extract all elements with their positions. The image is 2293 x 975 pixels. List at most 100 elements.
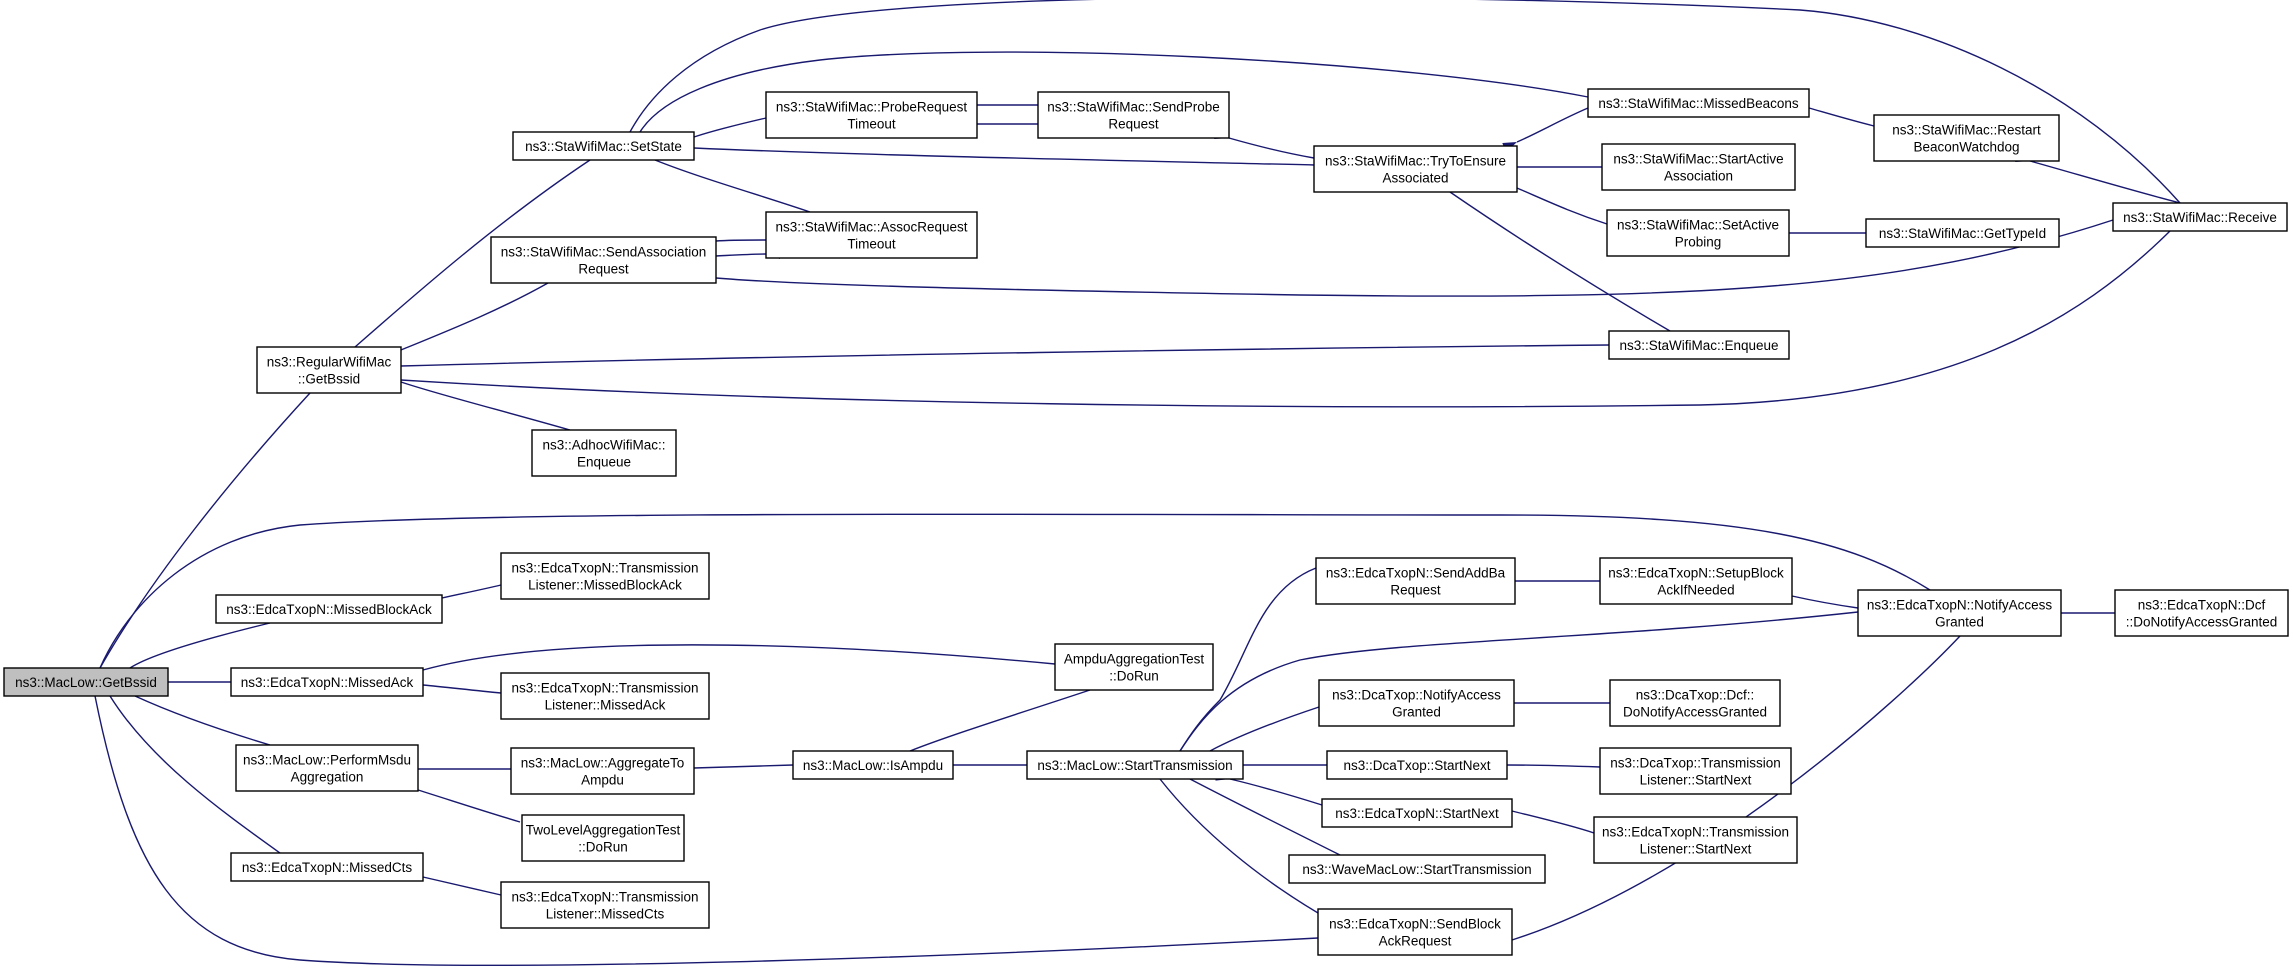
node-starttransmission[interactable]: ns3::MacLow::StartTransmission <box>1026 750 1244 780</box>
edge-setactiveprobing-to-trytoensure <box>1502 177 1608 225</box>
node-label: BeaconWatchdog <box>1913 140 2019 155</box>
node-box <box>510 747 695 795</box>
node-label: ns3::StaWifiMac::Receive <box>2123 210 2277 225</box>
edge-tl_missedack-to-missedack <box>408 678 502 694</box>
node-missedcts[interactable]: ns3::EdcaTxopN::MissedCts <box>230 852 424 882</box>
node-label: ns3::StaWifiMac::GetTypeId <box>1879 226 2046 241</box>
node-box <box>521 814 685 862</box>
edge-missedblockack-to-root <box>115 622 271 680</box>
node-ampdutest[interactable]: AmpduAggregationTest::DoRun <box>1054 643 1214 691</box>
node-label: Timeout <box>847 237 896 252</box>
node-notifyaccess-dca[interactable]: ns3::DcaTxop::NotifyAccessGranted <box>1318 679 1515 727</box>
node-box <box>500 672 710 720</box>
node-setstate[interactable]: ns3::StaWifiMac::SetState <box>512 131 695 161</box>
node-missedack[interactable]: ns3::EdcaTxopN::MissedAck <box>230 667 424 697</box>
node-label: TwoLevelAggregationTest <box>526 823 681 838</box>
node-box <box>1606 209 1790 257</box>
node-notifyaccess-edca[interactable]: ns3::EdcaTxopN::NotifyAccessGranted <box>1857 589 2062 637</box>
node-box <box>1313 145 1518 193</box>
node-wave-starttx[interactable]: ns3::WaveMacLow::StartTransmission <box>1288 854 1546 884</box>
node-label: ns3::StaWifiMac::Restart <box>1892 123 2041 138</box>
edge-probetimeout-to-setstate <box>679 117 767 147</box>
nodes-layer: ns3::MacLow::GetBssid ns3::RegularWifiMac… <box>3 88 2289 956</box>
node-tl-missedack[interactable]: ns3::EdcaTxopN::TransmissionListener::Mi… <box>500 672 710 720</box>
node-twolevel[interactable]: TwoLevelAggregationTest::DoRun <box>521 814 685 862</box>
node-dcf-edca[interactable]: ns3::EdcaTxopN::Dcf::DoNotifyAccessGrant… <box>2114 589 2289 637</box>
node-label: ns3::AdhocWifiMac:: <box>542 438 665 453</box>
node-box <box>500 881 710 929</box>
node-label: ns3::StaWifiMac::TryToEnsure <box>1325 154 1506 169</box>
node-box <box>1587 88 1810 118</box>
edge-receive-to-regular_getbssid <box>386 230 2171 408</box>
node-label: ns3::StaWifiMac::SetActive <box>1617 218 1779 233</box>
edge-notifyaccess_edca-to-starttransmission <box>1168 611 1859 766</box>
node-label: ns3::EdcaTxopN::MissedBlockAck <box>226 602 432 617</box>
node-dcf-dca[interactable]: ns3::DcaTxop::Dcf::DoNotifyAccessGranted <box>1609 679 1781 727</box>
node-label: ns3::EdcaTxopN::Transmission <box>511 681 698 696</box>
node-gettypeid[interactable]: ns3::StaWifiMac::GetTypeId <box>1865 218 2060 248</box>
node-label: ns3::MacLow::AggregateTo <box>521 756 685 771</box>
edge-receive-to-setstate <box>618 0 2181 204</box>
node-root[interactable]: ns3::MacLow::GetBssid <box>3 667 169 697</box>
edge-performmsdu-to-root <box>120 685 271 746</box>
edge-sendassoc-to-assoctimeout <box>715 248 781 259</box>
node-tl-missedcts[interactable]: ns3::EdcaTxopN::TransmissionListener::Mi… <box>500 881 710 929</box>
node-label: ns3::EdcaTxopN::Transmission <box>511 890 698 905</box>
edge-receive-to-restartbeacon <box>2015 152 2181 204</box>
node-box <box>256 346 402 394</box>
node-sta-enqueue[interactable]: ns3::StaWifiMac::Enqueue <box>1608 330 1790 360</box>
node-label: ns3::EdcaTxopN::SendBlock <box>1329 917 1501 932</box>
node-box <box>765 91 978 139</box>
node-label: Listener::StartNext <box>1640 842 1752 857</box>
edge-missedbeacons-to-trytoensure <box>1502 107 1589 153</box>
node-label: DoNotifyAccessGranted <box>1623 705 1767 720</box>
edge-sta_enqueue-to-trytoensure <box>1435 179 1671 332</box>
node-missedbeacons[interactable]: ns3::StaWifiMac::MissedBeacons <box>1587 88 1810 118</box>
node-label: ns3::RegularWifiMac <box>267 355 392 370</box>
node-box <box>1593 816 1798 864</box>
node-label: ns3::EdcaTxopN::NotifyAccess <box>1867 598 2053 613</box>
node-label: ns3::WaveMacLow::StartTransmission <box>1302 862 1531 877</box>
node-receive[interactable]: ns3::StaWifiMac::Receive <box>2112 202 2288 232</box>
node-startnext-dca[interactable]: ns3::DcaTxop::StartNext <box>1326 750 1508 780</box>
node-label: Aggregation <box>291 770 364 785</box>
node-tl-startnext-edca[interactable]: ns3::EdcaTxopN::TransmissionListener::St… <box>1593 816 1798 864</box>
node-isampdu[interactable]: ns3::MacLow::IsAmpdu <box>792 750 954 780</box>
edge-setstate-to-regular_getbssid <box>341 159 591 360</box>
node-label: ns3::EdcaTxopN::Transmission <box>1602 825 1789 840</box>
node-box <box>792 750 954 780</box>
node-startnext-edca[interactable]: ns3::EdcaTxopN::StartNext <box>1321 798 1513 828</box>
edge-twolevel-to-performmsdu <box>403 781 521 823</box>
node-box <box>1054 643 1214 691</box>
node-label: ns3::EdcaTxopN::StartNext <box>1335 806 1499 821</box>
edge-trytoensure-to-sendprobe <box>1214 129 1315 159</box>
node-tl-missedblockack[interactable]: ns3::EdcaTxopN::TransmissionListener::Mi… <box>500 552 710 600</box>
node-label: AmpduAggregationTest <box>1064 652 1205 667</box>
node-tl-startnext-dca[interactable]: ns3::DcaTxop::TransmissionListener::Star… <box>1599 747 1792 795</box>
node-label: Associated <box>1382 171 1448 186</box>
node-box <box>1599 557 1793 605</box>
node-box <box>1601 143 1796 191</box>
node-adhoc-enqueue[interactable]: ns3::AdhocWifiMac::Enqueue <box>531 429 677 477</box>
node-label: AckRequest <box>1379 934 1452 949</box>
node-label: ns3::MacLow::IsAmpdu <box>803 758 943 773</box>
node-missedblockack[interactable]: ns3::EdcaTxopN::MissedBlockAck <box>215 594 443 624</box>
edge-sta_enqueue-to-regular_getbssid <box>386 344 1610 372</box>
node-label: ns3::StaWifiMac::AssocRequest <box>775 220 967 235</box>
node-regular-getbssid[interactable]: ns3::RegularWifiMac::GetBssid <box>256 346 402 394</box>
node-label: ns3::DcaTxop::NotifyAccess <box>1332 688 1501 703</box>
